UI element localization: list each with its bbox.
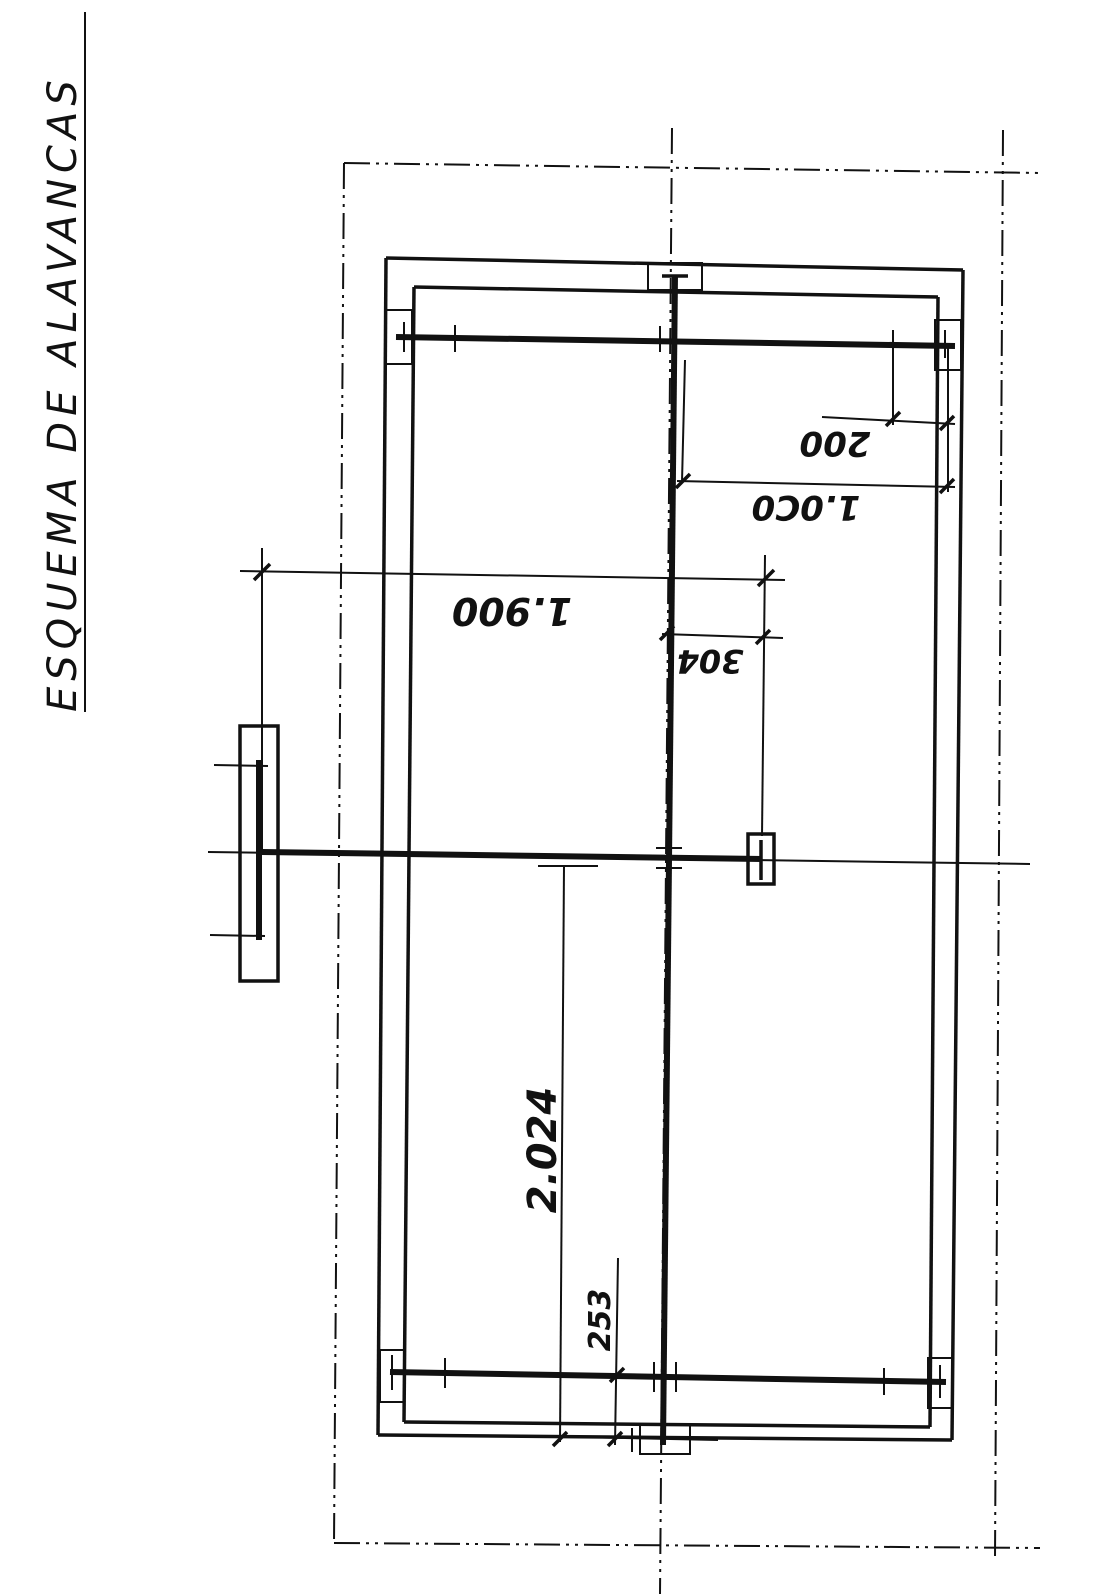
left-lever-housing: [209, 548, 280, 983]
lever-bottom-horizontal: [389, 1355, 947, 1398]
dimension-1000-label: 1.0C0: [752, 487, 861, 527]
right-middle-lever-box: [746, 832, 776, 886]
dimension-253-label: 253: [583, 1289, 618, 1352]
outer-boundary: [333, 129, 1041, 1559]
dimension-304-label: 304: [677, 642, 744, 680]
dimension-200-line: [821, 410, 956, 432]
drawing-title: ESQUEMA DE ALAVANCAS: [40, 74, 86, 712]
dimension-253-line: [606, 1257, 633, 1452]
outer-frame: [376, 256, 965, 1442]
dimension-1000-line: [674, 346, 956, 495]
dimension-1900-label: 1.900: [452, 589, 572, 633]
corner-bracket-bottom-left: [379, 1349, 405, 1403]
dimension-2024-line: [538, 865, 598, 1448]
dimension-200-label: 200: [800, 423, 871, 463]
dimension-304-line: [658, 624, 784, 646]
lever-middle-horizontal: [261, 849, 763, 862]
dimension-2024-label: 2.024: [520, 1087, 566, 1214]
dimension-1900-line: [239, 554, 786, 837]
